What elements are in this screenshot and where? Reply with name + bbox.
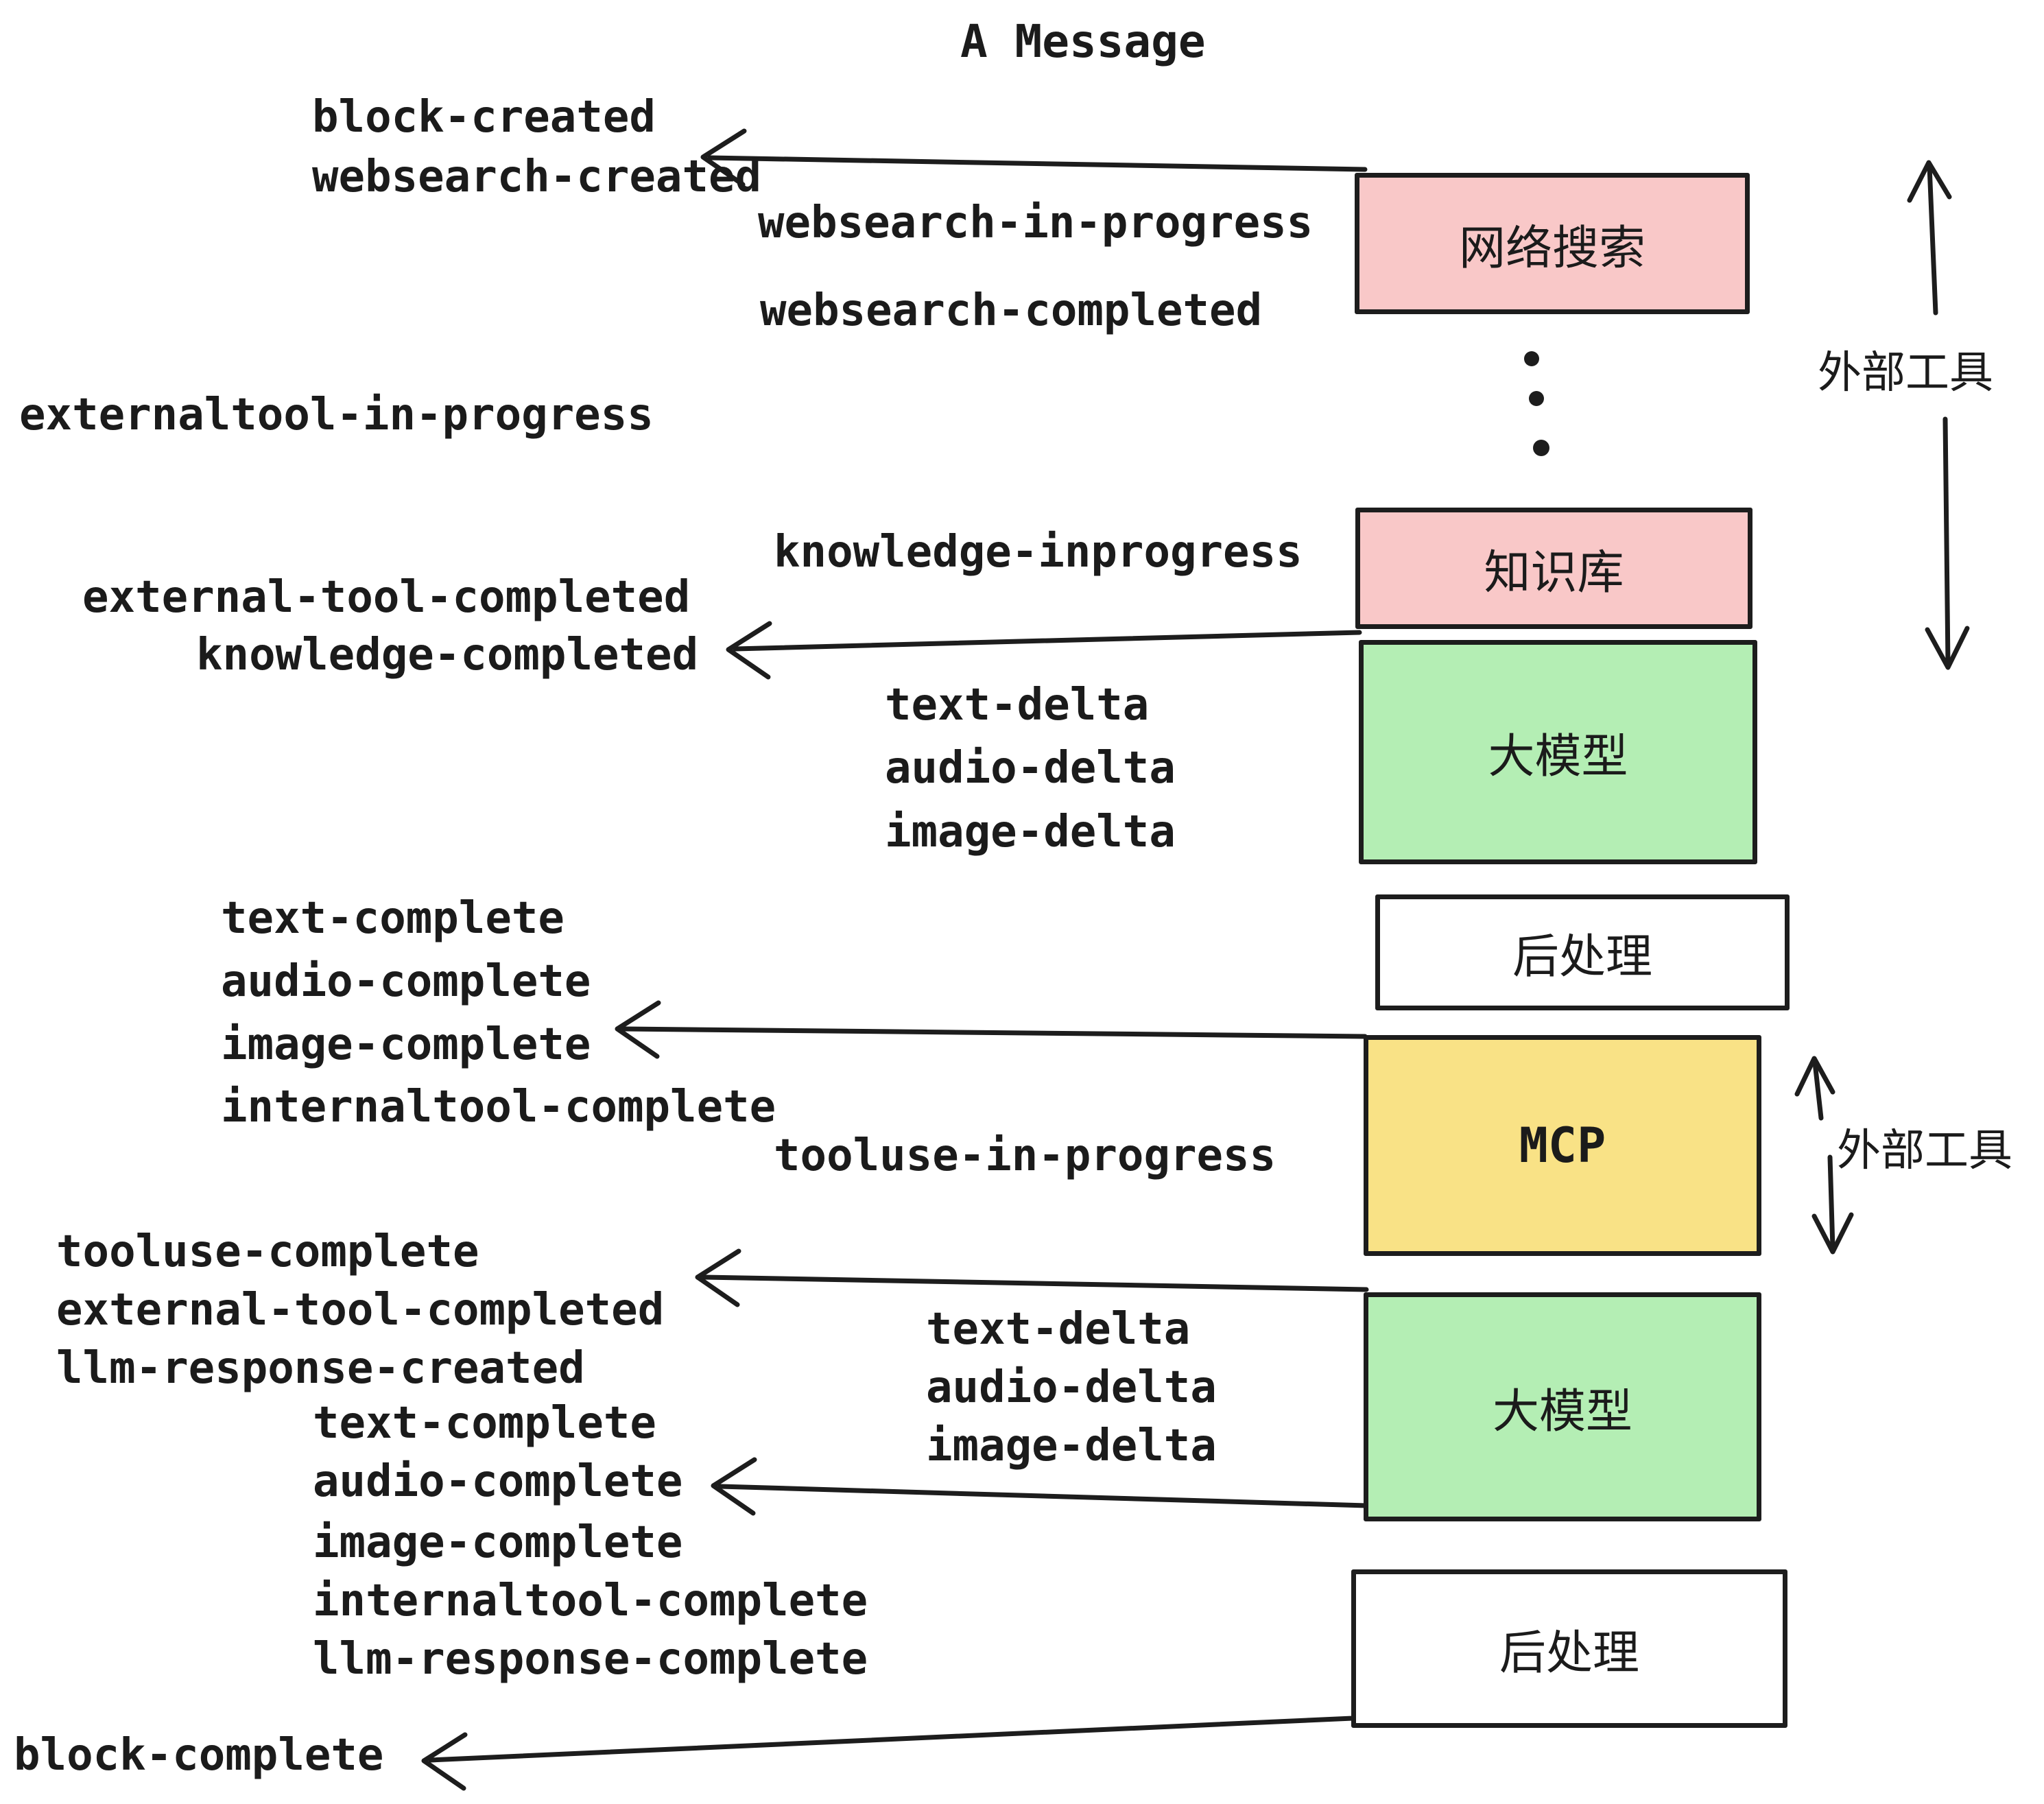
event-llm-response-complete: llm-response-complete [313, 1634, 868, 1685]
event-block-complete: block-complete [14, 1730, 384, 1781]
event-external-tool-completed-2: external-tool-completed [56, 1285, 665, 1336]
box-llm-2: 大模型 [1364, 1292, 1761, 1521]
event-text-delta-1: text-delta [885, 680, 1150, 731]
event-audio-delta-2: audio-delta [926, 1362, 1217, 1413]
ellipsis-dots [1524, 351, 1549, 456]
event-websearch-in-progress: websearch-in-progress [758, 198, 1314, 248]
external-tools-up-arrow-1 [1907, 160, 1952, 316]
external-tools-label-1: 外部工具 [1818, 348, 1993, 399]
diagram-title: A Message [960, 15, 1206, 68]
event-text-complete-1: text-complete [221, 893, 565, 944]
external-tools-up-arrow-2 [1794, 1056, 1835, 1121]
event-websearch-completed: websearch-completed [760, 285, 1263, 336]
arrow-postprocess2-to-block-complete [421, 1716, 1355, 1791]
box-postprocess-1: 后处理 [1375, 894, 1790, 1010]
box-llm-1: 大模型 [1359, 640, 1757, 864]
event-internaltool-complete-1: internaltool-complete [221, 1082, 776, 1132]
event-image-delta-2: image-delta [926, 1421, 1217, 1471]
box-knowledge: 知识库 [1355, 508, 1752, 629]
event-knowledge-inprogress: knowledge-inprogress [774, 527, 1303, 578]
box-postprocess-2: 后处理 [1351, 1569, 1787, 1728]
event-block-created: block-created [312, 92, 656, 143]
event-audio-delta-1: audio-delta [885, 743, 1176, 794]
event-image-delta-1: image-delta [885, 807, 1176, 857]
event-knowledge-completed: knowledge-completed [196, 630, 699, 680]
event-tooluse-in-progress: tooluse-in-progress [774, 1130, 1276, 1181]
arrow-knowledge-to-completed [726, 621, 1362, 680]
arrow-postprocess-to-complete-list [615, 1000, 1368, 1059]
event-image-complete-1: image-complete [221, 1019, 591, 1070]
event-llm-response-created: llm-response-created [56, 1343, 585, 1394]
event-internaltool-complete-2: internaltool-complete [313, 1576, 868, 1626]
event-audio-complete-2: audio-complete [313, 1456, 683, 1507]
event-image-complete-2: image-complete [313, 1517, 683, 1568]
event-text-complete-2: text-complete [313, 1398, 656, 1449]
arrow-mcp-to-tooluse-complete [695, 1248, 1369, 1307]
box-mcp: MCP [1364, 1035, 1761, 1256]
event-websearch-created: websearch-created [312, 152, 762, 202]
event-tooluse-complete: tooluse-complete [56, 1226, 479, 1277]
external-tools-down-arrow-1 [1925, 416, 1970, 670]
event-external-tool-completed-1: external-tool-completed [82, 572, 691, 623]
event-text-delta-2: text-delta [926, 1304, 1191, 1355]
event-externaltool-in-progress: externaltool-in-progress [19, 390, 654, 440]
external-tools-label-2: 外部工具 [1837, 1126, 2012, 1176]
arrow-websearch-to-created [700, 128, 1368, 187]
event-audio-complete-1: audio-complete [221, 956, 591, 1007]
box-websearch: 网络搜索 [1355, 173, 1750, 314]
